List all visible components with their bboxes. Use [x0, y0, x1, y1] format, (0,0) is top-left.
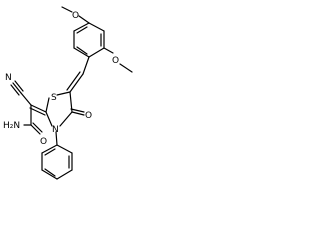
- bond-ring-o-side: [103, 47, 114, 54]
- bond-ring-6: [73, 22, 90, 32]
- bond-c4-o: [71, 111, 85, 116]
- bond-camide-o-double: [32, 122, 43, 133]
- bond-ph-inner-2: [44, 168, 56, 177]
- bond-ph-4: [41, 169, 58, 180]
- bond-n3-c4: [59, 111, 73, 127]
- bond-c4-o-double: [70, 108, 85, 113]
- bond-camide-o: [30, 124, 41, 135]
- bond-ph-6: [41, 144, 58, 154]
- bond-cn-triple-3: [10, 84, 20, 96]
- atom-labels: O O N S N O H₂N O: [3, 11, 119, 147]
- atom-label-nitrile-n: N: [5, 73, 12, 83]
- bond-o-ring-top: [78, 15, 90, 24]
- bond-methyl-o-top: [61, 6, 73, 13]
- bond-ph-3: [56, 169, 73, 180]
- bond-ph-inner-3: [44, 148, 56, 156]
- structural-formula: O O N S N O H₂N O: [3, 6, 133, 180]
- bond-ring-inner-3: [76, 26, 88, 34]
- bond-o-methyl-side: [119, 63, 133, 73]
- bond-cn-triple-1: [12, 82, 22, 94]
- atom-label-ring-s: S: [51, 93, 57, 103]
- bond-c5-s: [56, 91, 71, 96]
- atom-label-amide-o: O: [40, 137, 47, 147]
- bond-n3-ph: [55, 131, 58, 146]
- bond-calpha-cn: [20, 92, 32, 106]
- atom-label-methoxy-side-o: O: [112, 56, 119, 66]
- bond-ring-3: [88, 47, 105, 58]
- atom-label-methoxy-top-o: O: [72, 11, 79, 21]
- bond-ring-ch: [82, 56, 90, 75]
- bond-s-c2: [45, 97, 50, 113]
- atom-label-carbonyl-o: O: [85, 111, 92, 121]
- bond-ring-4: [73, 47, 90, 58]
- bond-ring-1: [88, 22, 105, 32]
- bond-ch-c5-double: [66, 71, 81, 91]
- bond-cn-triple-2: [14, 80, 24, 92]
- bond-ch-c5: [69, 73, 84, 93]
- bond-c2-n3: [45, 111, 53, 127]
- atom-label-amide-n: H₂N: [3, 121, 20, 131]
- bonds: [10, 6, 133, 180]
- bond-c2-calpha-double: [29, 107, 46, 116]
- atom-label-ring-n: N: [52, 125, 59, 135]
- bond-ph-1: [56, 144, 73, 154]
- bond-ring-inner-2: [76, 46, 88, 55]
- bond-c2-calpha: [30, 104, 47, 113]
